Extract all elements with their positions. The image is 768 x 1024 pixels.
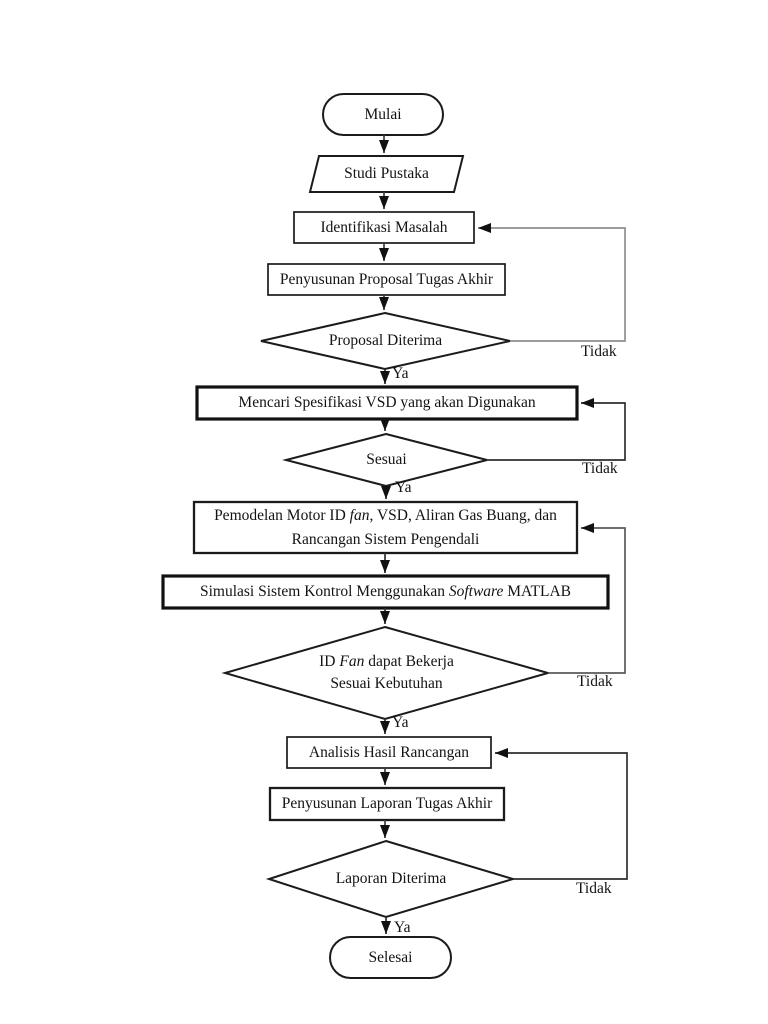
- node-modeling-label: Pemodelan Motor ID fan, VSD, Aliran Gas …: [214, 506, 557, 548]
- node-start-shape: [322, 93, 444, 136]
- node-match-decision-label: Sesuai: [366, 451, 407, 468]
- node-modeling-shape: [192, 500, 579, 555]
- node-proposal-label: Penyusunan Proposal Tugas Akhir: [279, 270, 494, 288]
- edge-label-ya-match: Ya: [395, 479, 412, 496]
- edge-label-tidak-report: Tidak: [576, 880, 612, 897]
- node-proposal-decision-label: Proposal Diterima: [328, 332, 443, 349]
- edge-loop-match-tidak: [487, 398, 626, 461]
- edge-loop-proposal-tidak: [478, 223, 626, 342]
- edge-label-ya-idfan: Ya: [392, 714, 409, 731]
- node-report-shape: [268, 786, 506, 822]
- node-analysis-label: Analisis Hasil Rancangan: [308, 743, 470, 761]
- node-report-label: Penyusunan Laporan Tugas Akhir: [281, 795, 493, 812]
- edge-loop-report-tidak: [495, 748, 628, 880]
- edge-label-tidak-proposal: Tidak: [581, 343, 617, 360]
- node-vsd-spec-label: Mencari Spesifikasi VSD yang akan Diguna…: [238, 394, 536, 411]
- node-end-shape: [329, 936, 452, 979]
- node-end-label: Selesai: [368, 948, 413, 966]
- node-analysis-shape: [286, 736, 492, 769]
- node-report-decision-label: Laporan Diterima: [335, 870, 447, 887]
- node-identify-label: Identifikasi Masalah: [320, 218, 448, 236]
- edge-label-ya-proposal: Ya: [392, 365, 409, 382]
- edge-loop-idfan-tidak: [548, 523, 626, 674]
- node-literature-label: Studi Pustaka: [344, 165, 429, 182]
- edge-label-ya-report: Ya: [394, 919, 411, 936]
- node-literature-shape: [308, 155, 465, 193]
- edge-label-tidak-idfan: Tidak: [577, 673, 613, 690]
- node-start-label: Mulai: [364, 105, 402, 123]
- node-simulation-shape: [161, 574, 610, 610]
- node-simulation-label: Simulasi Sistem Kontrol Menggunakan Soft…: [199, 583, 571, 600]
- node-proposal-shape: [267, 263, 506, 296]
- edge-label-tidak-match: Tidak: [582, 460, 618, 477]
